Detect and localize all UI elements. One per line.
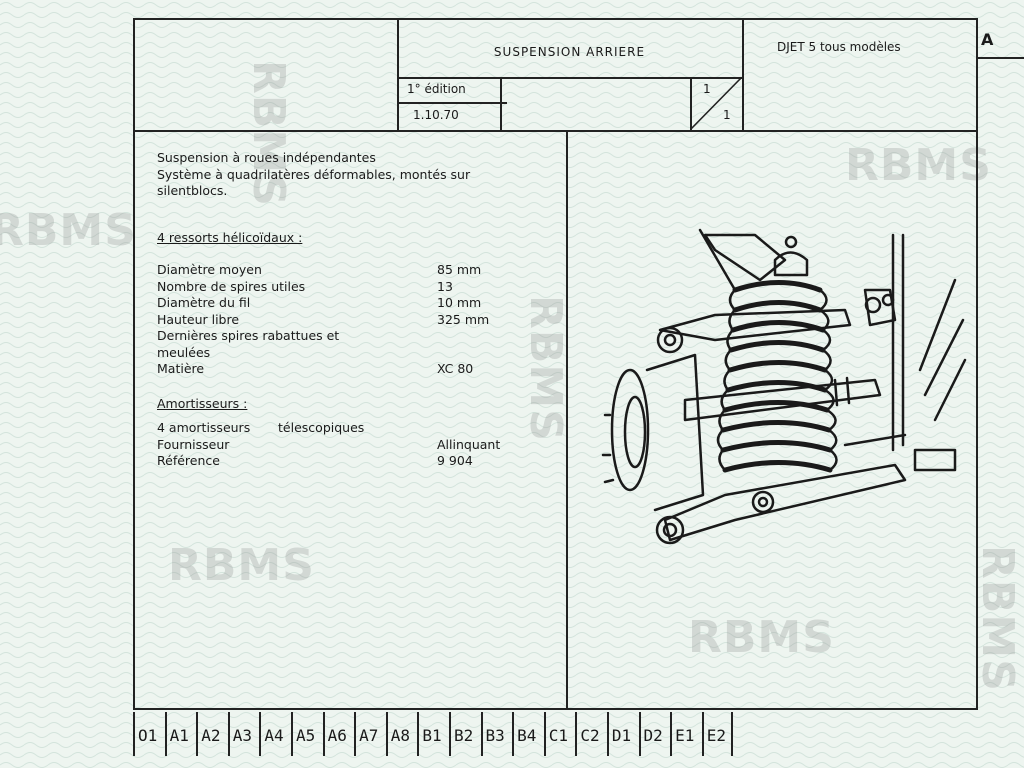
spec-label: Dernières spires rabattues et — [157, 328, 340, 343]
spec-value: 85 mm — [437, 262, 482, 277]
spec-row: meulées — [157, 345, 567, 362]
page-total: 1 — [723, 108, 731, 122]
spec-row: Référence 9 904 — [157, 453, 567, 470]
index-tab[interactable]: A1 — [164, 712, 197, 756]
watermark: RBMS — [688, 612, 835, 663]
index-tab[interactable]: B4 — [512, 712, 544, 756]
index-tab[interactable]: C2 — [575, 712, 607, 756]
spec-label: Fournisseur — [157, 436, 230, 452]
date-label: 1.10.70 — [413, 108, 459, 122]
index-tab[interactable]: A2 — [196, 712, 228, 756]
index-tab[interactable]: A5 — [290, 712, 323, 756]
section-index-tabs: O1 A1 A2 A3 A4 A5 A6 A7 A8 B1 B2 B3 B4 C… — [133, 712, 734, 756]
spec-row: Nombre de spires utiles 13 — [157, 279, 567, 296]
spec-row: Dernières spires rabattues et — [157, 328, 567, 345]
title-block: SUSPENSION ARRIERE DJET 5 tous modèles 1… — [135, 20, 976, 132]
watermark: RBMS — [520, 295, 571, 442]
watermark: RBMS — [0, 205, 137, 256]
index-tab[interactable]: A8 — [385, 712, 418, 756]
spec-row: Diamètre moyen 85 mm — [157, 262, 567, 279]
index-tab[interactable]: A7 — [354, 712, 386, 756]
spec-value: Allinquant — [437, 436, 501, 452]
intro-line: Suspension à roues indépendantes — [157, 150, 376, 165]
spec-label: Hauteur libre — [157, 311, 240, 327]
spec-label: Diamètre du fil — [157, 295, 251, 310]
watermark: RBMS — [845, 140, 992, 191]
index-tab[interactable]: C1 — [543, 712, 576, 756]
page-number: 1 — [703, 82, 711, 96]
intro-line: Système à quadrilatères déformables, mon… — [157, 166, 471, 182]
intro-line: silentblocs. — [157, 183, 228, 198]
model-label: DJET 5 tous modèles — [777, 40, 901, 54]
spec-row: Diamètre du fil 10 mm — [157, 295, 567, 312]
index-tab[interactable]: A3 — [227, 712, 260, 756]
dampers-heading: Amortisseurs : — [157, 395, 248, 411]
spec-row: Hauteur libre 325 mm — [157, 312, 567, 329]
index-tab[interactable]: B2 — [448, 712, 481, 756]
watermark: RBMS — [972, 545, 1023, 692]
index-tab[interactable]: B1 — [417, 712, 449, 756]
index-tab[interactable]: A4 — [259, 712, 291, 756]
spec-label: Nombre de spires utiles — [157, 278, 306, 294]
document-title: SUSPENSION ARRIERE — [493, 45, 646, 59]
spec-row: Matière XC 80 — [157, 361, 567, 378]
index-tab[interactable]: O1 — [133, 712, 165, 756]
index-tab[interactable]: E1 — [670, 712, 702, 756]
spec-value: XC 80 — [437, 361, 474, 376]
spec-value: 9 904 — [437, 453, 473, 468]
springs-heading: 4 ressorts hélicoïdaux : — [157, 229, 303, 245]
spec-value: 13 — [437, 278, 453, 294]
spec-label: 4 amortisseurs télescopiques — [157, 420, 365, 435]
spec-row: Fournisseur Allinquant — [157, 437, 567, 454]
section-letter-underline — [978, 57, 1024, 59]
index-tab[interactable]: D1 — [606, 712, 639, 756]
index-tab[interactable]: E2 — [701, 712, 734, 756]
document-sheet: SUSPENSION ARRIERE DJET 5 tous modèles 1… — [133, 18, 978, 710]
specifications-text: Suspension à roues indépendantes Système… — [157, 150, 567, 470]
spec-label: Diamètre moyen — [157, 262, 262, 277]
index-tab[interactable]: D2 — [638, 712, 671, 756]
spec-label: meulées — [157, 344, 211, 360]
spec-row: 4 amortisseurs télescopiques — [157, 420, 567, 437]
spec-value: 10 mm — [437, 295, 482, 310]
edition-label: 1° édition — [407, 82, 466, 96]
suspension-illustration — [601, 228, 967, 545]
spec-label: Référence — [157, 453, 220, 468]
watermark: RBMS — [168, 540, 315, 591]
spec-value: 325 mm — [437, 311, 490, 327]
index-tab[interactable]: B3 — [480, 712, 513, 756]
spec-label: Matière — [157, 361, 205, 376]
section-letter: A — [981, 30, 994, 49]
page-fraction-slash — [691, 78, 741, 129]
watermark: RBMS — [243, 60, 294, 207]
index-tab[interactable]: A6 — [322, 712, 355, 756]
